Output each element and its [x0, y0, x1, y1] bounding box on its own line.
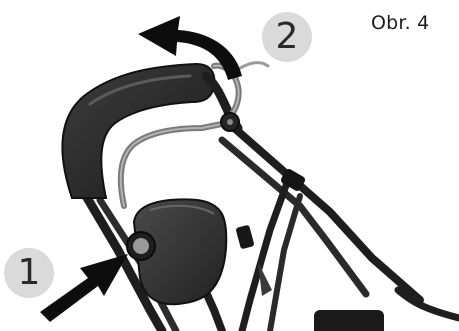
- lower-frame-tubes: [222, 126, 459, 331]
- safety-lock-button: [127, 232, 155, 260]
- figure-caption: Obr. 4: [371, 12, 429, 34]
- callout-2: 2: [262, 12, 312, 62]
- arrow-push-icon: [40, 254, 128, 322]
- callout-1: 1: [4, 248, 54, 298]
